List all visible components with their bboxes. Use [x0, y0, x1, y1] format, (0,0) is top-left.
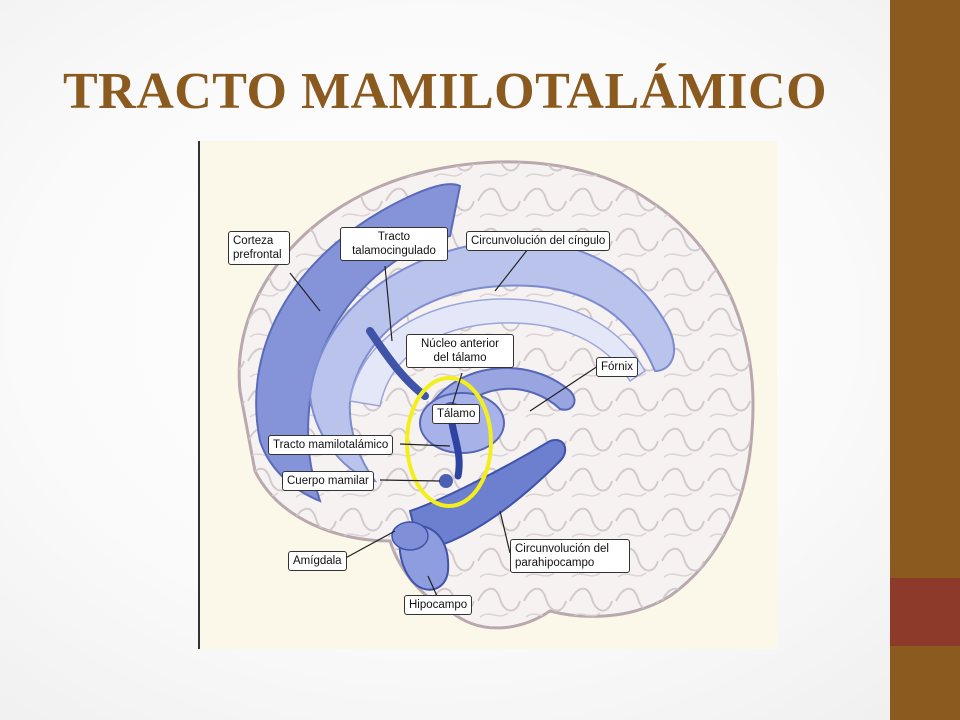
thalamocingulate-tract — [366, 327, 429, 400]
label-circunvolucion-parahipocampo: Circunvolución del parahipocampo — [510, 539, 630, 573]
label-tracto-talamocingulado: Tracto talamocingulado — [340, 227, 448, 261]
brain-diagram: Corteza prefrontal Tracto talamocingulad… — [198, 141, 777, 649]
brain-illustration — [237, 160, 755, 630]
highlight-ring — [405, 376, 493, 508]
mammillothalamic-tract — [448, 419, 463, 480]
amygdala — [391, 521, 429, 551]
label-tracto-mamilotalamico: Tracto mamilotalámico — [268, 435, 394, 455]
label-circunvolucion-cingulo: Circunvolución del cíngulo — [466, 231, 611, 251]
label-fornix: Fórnix — [596, 357, 638, 377]
label-amigdala: Amígdala — [288, 551, 347, 571]
side-decoration-accent — [890, 578, 960, 646]
mammillary-body — [439, 474, 453, 488]
slide-title: TRACTO MAMILOTALÁMICO — [62, 63, 828, 120]
label-corteza-prefrontal: Corteza prefrontal — [228, 231, 290, 265]
label-nucleo-anterior-talamo: Núcleo anterior del tálamo — [406, 334, 514, 368]
parahippocampal-gyrus — [408, 439, 567, 553]
fornix — [428, 367, 576, 418]
label-hipocampo: Hipocampo — [404, 595, 473, 615]
label-cuerpo-mamilar: Cuerpo mamilar — [282, 471, 374, 491]
label-talamo: Tálamo — [432, 404, 481, 424]
